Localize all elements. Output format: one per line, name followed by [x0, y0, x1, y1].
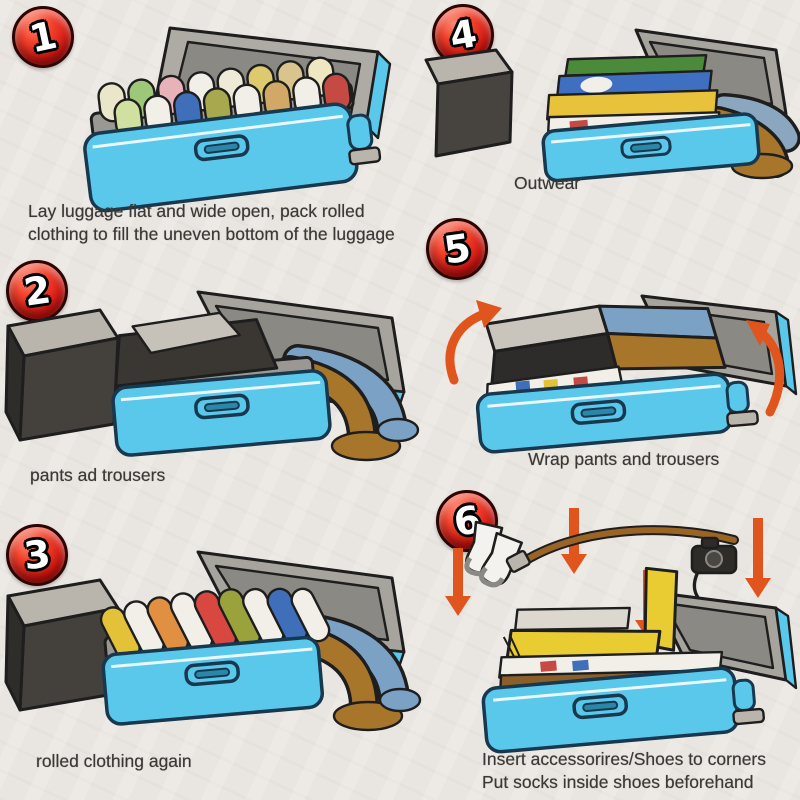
step-5-caption: Wrap pants and trousers: [528, 449, 720, 469]
down-arrow-icon: [745, 518, 771, 598]
step-6-illustration: [445, 508, 798, 754]
step-3-badge: 3: [6, 524, 68, 586]
suitcase-handle-icon: [570, 399, 627, 425]
suitcase-handle-icon: [184, 660, 240, 687]
suitcase-body-icon: [111, 311, 332, 457]
down-arrow-icon: [561, 508, 587, 574]
down-arrow-icon: [445, 548, 471, 616]
suitcase-lid-icon: [650, 590, 798, 690]
step-4-caption: Outwear: [514, 173, 581, 193]
dark-box-icon: [4, 308, 120, 442]
step-2-illustration: [4, 290, 420, 462]
rolled-clothes-icon: [99, 587, 331, 662]
step-6-caption: Insert accessorires/Shoes to corners Put…: [482, 749, 767, 793]
folded-cloth-icon: [513, 606, 631, 632]
suitcase-handle-icon: [572, 693, 628, 720]
step-3-illustration: [4, 550, 422, 732]
step-1-illustration: [83, 26, 392, 213]
step-1-badge: 1: [12, 6, 74, 68]
suitcase-handle-icon: [620, 135, 672, 159]
dark-box-icon: [424, 48, 514, 158]
dark-box-icon: [4, 578, 120, 712]
belt-icon: [505, 525, 739, 573]
suitcase-body-icon: [83, 56, 382, 213]
step-5-badge: 5: [426, 218, 488, 280]
side-handle-icon: [346, 113, 382, 166]
side-handle-icon: [731, 678, 765, 726]
socks-icon: [464, 520, 524, 588]
rolled-clothes-icon: [97, 56, 352, 139]
suitcase-body-icon: [475, 304, 759, 454]
step-5-illustration: [445, 294, 798, 454]
curved-arrow-icon: [445, 300, 502, 385]
step-1-caption: Lay luggage flat and wide open, pack rol…: [28, 201, 395, 245]
suitcase-body-icon: [481, 566, 765, 754]
curved-arrow-icon: [746, 320, 785, 417]
suitcase-handle-icon: [193, 134, 250, 162]
suitcase-handle-icon: [194, 393, 250, 420]
side-handle-icon: [725, 380, 759, 428]
step-4-illustration: [424, 28, 800, 183]
folded-gray-cloth-icon: [131, 311, 241, 355]
step-3-caption: rolled clothing again: [36, 751, 192, 771]
suitcase-body-icon: [541, 53, 761, 183]
wrapped-pants-icon: [484, 304, 727, 388]
step-2-caption: pants ad trousers: [30, 465, 166, 485]
suitcase-body-icon: [99, 587, 331, 726]
